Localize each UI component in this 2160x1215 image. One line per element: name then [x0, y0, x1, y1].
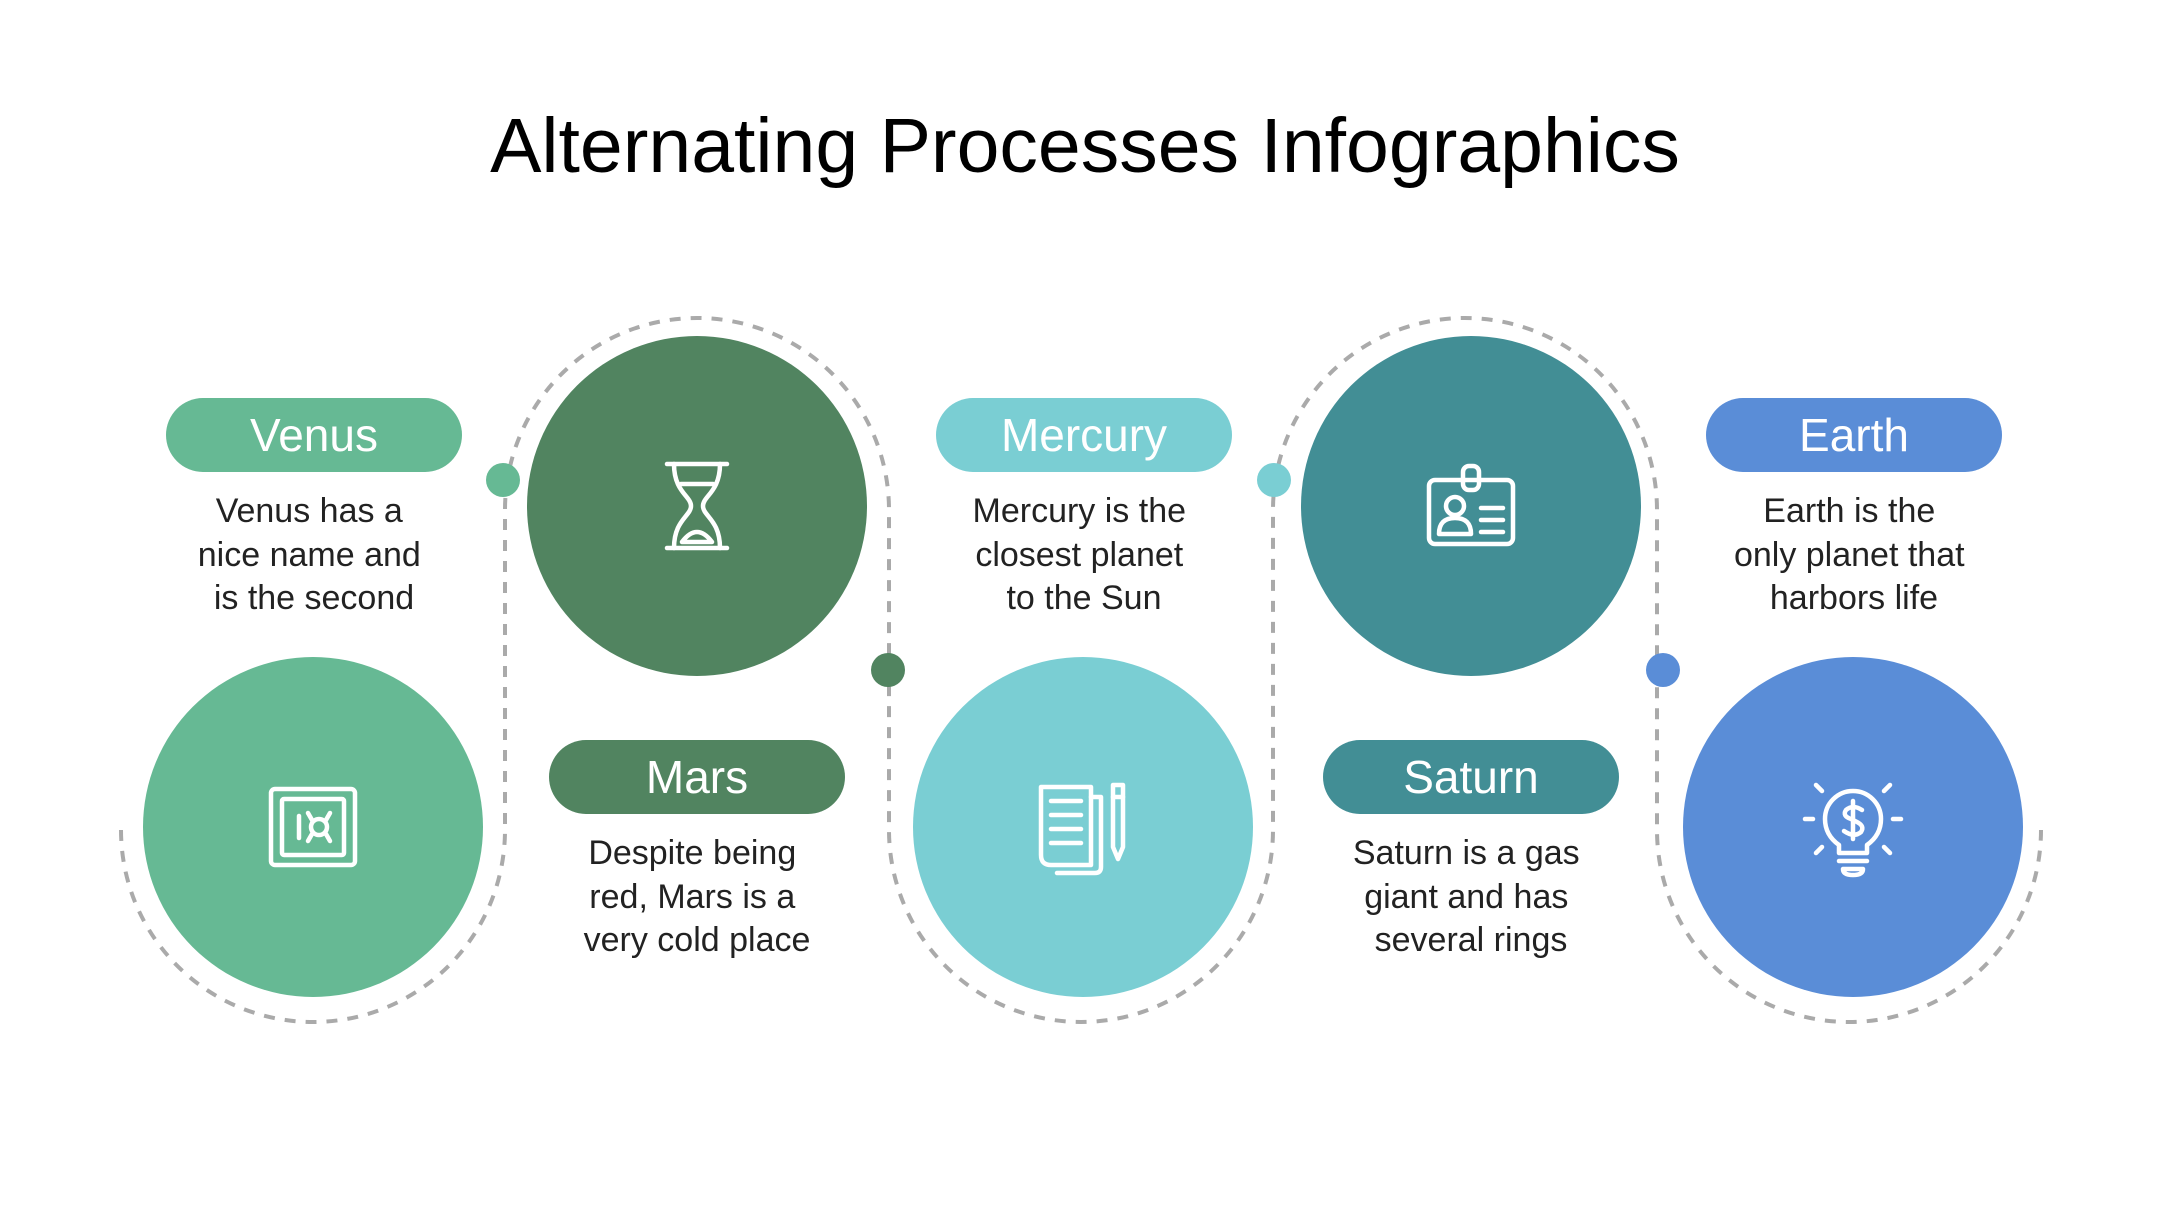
mars-circle [527, 336, 867, 676]
safe-icon [268, 786, 358, 868]
hourglass-icon [664, 461, 730, 551]
venus-label-pill [166, 398, 462, 472]
saturn-circle [1301, 336, 1641, 676]
saturn-description: Saturn is a gas giant and has several ri… [1353, 834, 1589, 959]
mercury-label-pill [936, 398, 1232, 472]
step-mars: Mars Despite being red, Mars is a very c… [527, 336, 867, 959]
earth-label: Earth [1799, 409, 1909, 461]
venus-label: Venus [250, 409, 378, 461]
document-pencil-icon [1038, 782, 1126, 876]
mercury-label: Mercury [1001, 409, 1167, 461]
mercury-circle [913, 657, 1253, 997]
connector-dot-venus [486, 463, 520, 497]
connector-dot-mercury [1257, 463, 1291, 497]
lightbulb-dollar-icon [1802, 782, 1904, 878]
mercury-description: Mercury is the closest planet to the Sun [973, 492, 1196, 617]
mars-description: Despite being red, Mars is a very cold p… [584, 834, 811, 959]
earth-description: Earth is the only planet that harbors li… [1734, 492, 1974, 617]
mars-label: Mars [646, 751, 748, 803]
id-badge-icon [1426, 463, 1516, 547]
mars-label-pill [549, 740, 845, 814]
dashed-process-path [119, 316, 2043, 1024]
connector-dot-mars [871, 653, 905, 687]
saturn-label: Saturn [1403, 751, 1539, 803]
saturn-label-pill [1323, 740, 1619, 814]
connector-dot-saturn [1646, 653, 1680, 687]
page-title: Alternating Processes Infographics [490, 103, 1680, 189]
step-earth: Earth Earth is the only planet that harb… [1683, 398, 2023, 997]
venus-description: Venus has a nice name and is the second [198, 492, 431, 617]
earth-label-pill [1706, 398, 2002, 472]
step-saturn: Saturn Saturn is a gas giant and has sev… [1301, 336, 1641, 959]
step-venus: Venus Venus has a nice name and is the s… [143, 398, 483, 997]
step-mercury: Mercury Mercury is the closest planet to… [913, 398, 1253, 997]
